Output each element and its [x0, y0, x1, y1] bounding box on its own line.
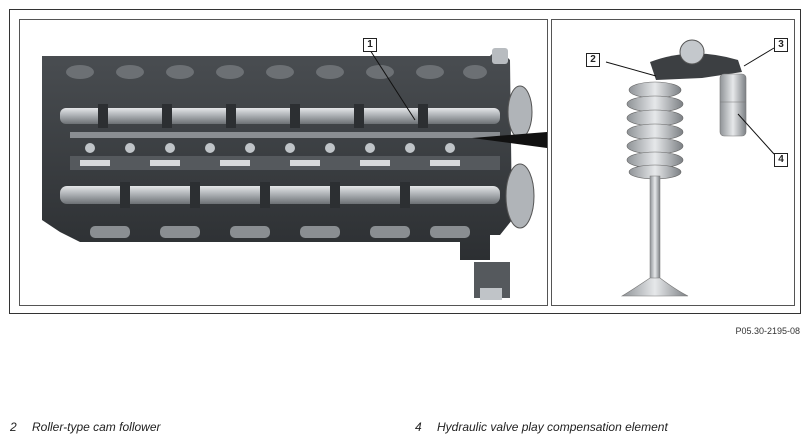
legend-text: Hydraulic valve play compensation elemen… [437, 420, 668, 434]
callout-4: 4 [774, 153, 788, 167]
valve-train-detail-panel: 2 3 4 [551, 19, 795, 306]
callout-3: 3 [774, 38, 788, 52]
legend-text: Roller-type cam follower [32, 420, 161, 434]
legend-number: 4 [415, 420, 422, 434]
callout-1: 1 [363, 38, 377, 52]
cylinder-head-panel: 1 [19, 19, 548, 306]
legend-item-4: 4 Hydraulic valve play compensation eleme… [415, 420, 668, 434]
legend-item-2: 2 Roller-type cam follower [10, 420, 161, 434]
cylinder-head-illustration [42, 48, 547, 300]
legend-number: 2 [10, 420, 17, 434]
callout-2: 2 [586, 53, 600, 67]
figure-reference-code: P05.30-2195-08 [735, 326, 800, 336]
figure-frame: 1 [9, 9, 801, 314]
valve-train-illustration [605, 39, 775, 297]
